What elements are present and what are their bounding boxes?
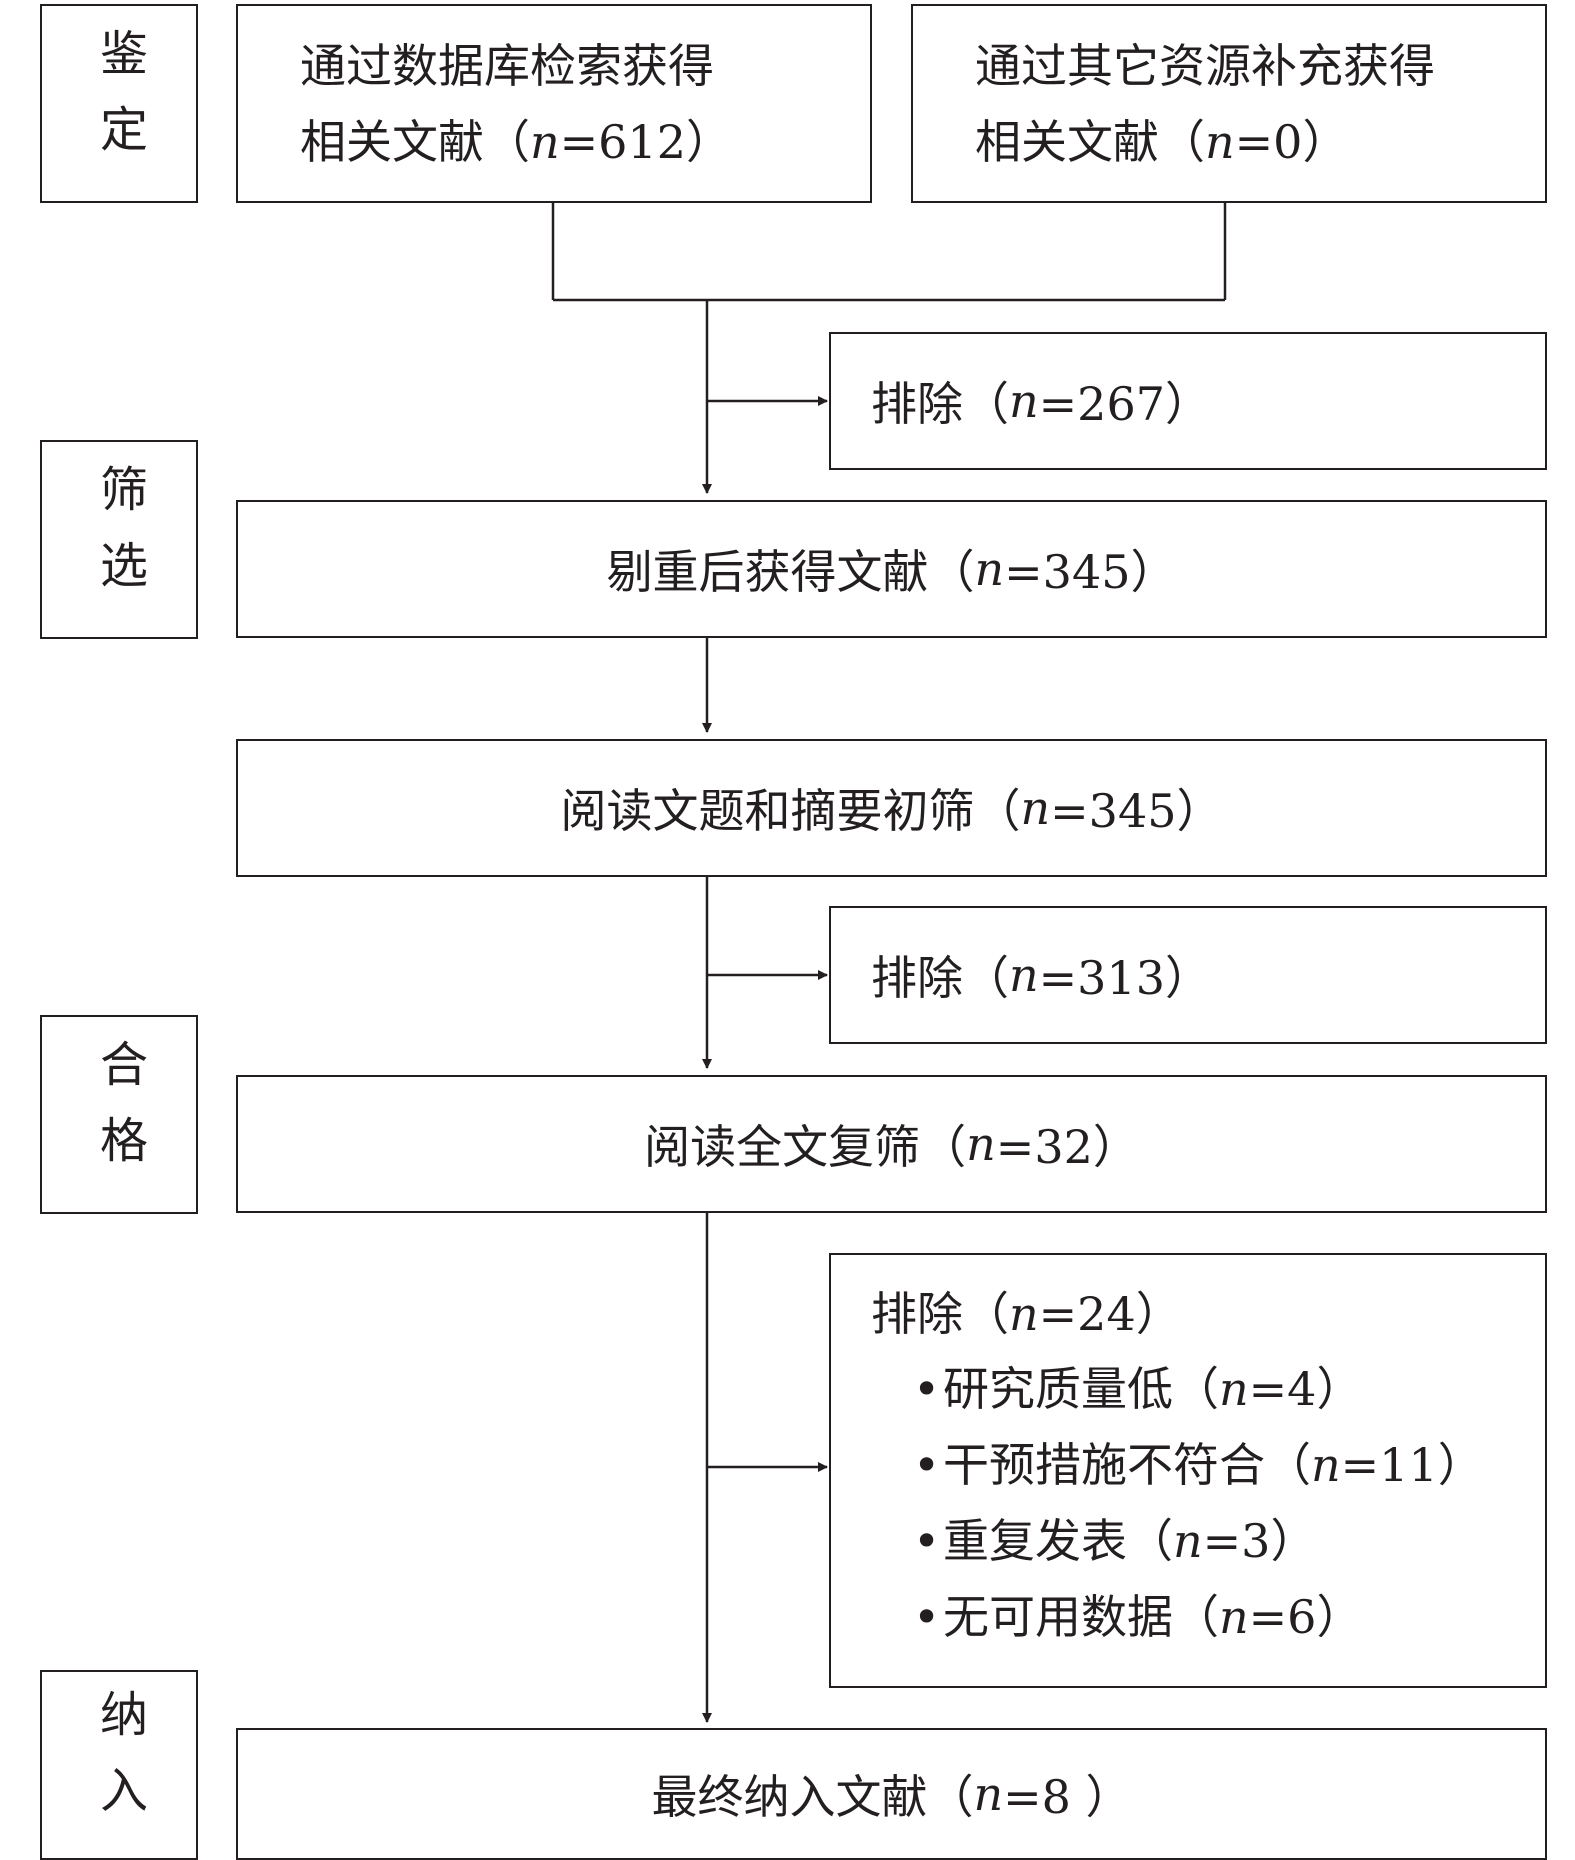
bullet-icon: • [913,1362,941,1416]
included-studies-box: 最终纳入文献（n=8 ） [236,1728,1547,1860]
stage-char: 鉴定 [91,27,147,180]
title-abstract-text: 阅读文题和摘要初筛（ [560,784,1021,838]
database-line2-text: 相关文献（ [300,115,530,169]
stage-char: 合格 [91,1038,147,1191]
exclusion-reasons-list: •研究质量低（n=4） •干预措施不符合（n=11） •重复发表（n=3） •无… [871,1351,1545,1655]
list-item: •无可用数据（n=6） [913,1579,1545,1655]
n-label: n [966,1117,996,1171]
stage-screening: 筛选 [40,440,198,639]
n-label: n [974,542,1005,596]
exclude3-heading: 排除（n=24） [871,1277,1545,1351]
exclude-screening-box: 排除（n=313） [829,906,1547,1044]
dedup-records-box: 剔重后获得文献（n=345） [236,500,1547,638]
bullet-icon: • [913,1514,941,1568]
reason-text: 无可用数据（ [943,1590,1219,1644]
reason-count: =3） [1202,1514,1317,1568]
reason-count: =4） [1248,1362,1363,1416]
reason-count: =6） [1248,1590,1363,1644]
bullet-icon: • [913,1438,941,1492]
exclude-fulltext-box: 排除（n=24） •研究质量低（n=4） •干预措施不符合（n=11） •重复发… [829,1253,1547,1688]
included-count: =8 ） [1003,1770,1132,1824]
fulltext-text: 阅读全文复筛（ [644,1120,967,1174]
fulltext-count: =32） [995,1120,1139,1174]
other-line2: 相关文献（n=0） [975,104,1545,180]
dedup-count: =345） [1004,545,1177,599]
reason-count: =11） [1340,1438,1484,1492]
bullet-icon: • [913,1590,941,1644]
reason-text: 研究质量低（ [943,1362,1219,1416]
stage-identification: 鉴定 [40,4,198,203]
n-label: n [1219,1590,1249,1644]
included-text: 最终纳入文献（ [651,1770,974,1824]
stage-eligibility: 合格 [40,1015,198,1214]
database-line2: 相关文献（n=612） [300,104,870,180]
exclude1-count: =267） [1038,377,1211,431]
exclude1-text: 排除（ [871,377,1009,431]
exclude3-count: =24） [1038,1287,1182,1341]
stage-char: 筛选 [91,463,147,616]
list-item: •干预措施不符合（n=11） [913,1427,1545,1503]
other-count: =0） [1234,115,1349,169]
reason-text: 重复发表（ [943,1514,1173,1568]
n-label: n [1219,1362,1249,1416]
dedup-text: 剔重后获得文献（ [606,545,975,599]
database-line1: 通过数据库检索获得 [300,39,714,93]
n-label: n [530,115,560,169]
reason-text: 干预措施不符合（ [943,1438,1311,1492]
n-label: n [1009,1287,1039,1341]
exclude2-count: =313） [1038,951,1211,1005]
database-count: =612） [559,115,732,169]
stage-char: 纳入 [91,1689,147,1841]
n-label: n [1173,1514,1203,1568]
title-abstract-screen-box: 阅读文题和摘要初筛（n=345） [236,739,1547,877]
title-abstract-count: =345） [1050,784,1223,838]
n-label: n [1009,948,1039,1002]
n-label: n [1205,115,1235,169]
exclude3-text: 排除（ [871,1287,1009,1341]
other-sources-box: 通过其它资源补充获得 相关文献（n=0） [911,4,1547,203]
other-line2-text: 相关文献（ [975,115,1205,169]
list-item: •研究质量低（n=4） [913,1351,1545,1427]
stage-included: 纳入 [40,1670,198,1860]
exclude2-text: 排除（ [871,951,1009,1005]
list-item: •重复发表（n=3） [913,1503,1545,1579]
n-label: n [973,1767,1004,1821]
n-label: n [1020,781,1051,835]
other-line1: 通过其它资源补充获得 [975,39,1435,93]
n-label: n [1311,1438,1341,1492]
exclude-duplicates-box: 排除（n=267） [829,332,1547,470]
database-records-box: 通过数据库检索获得 相关文献（n=612） [236,4,872,203]
fulltext-screen-box: 阅读全文复筛（n=32） [236,1075,1547,1213]
n-label: n [1009,374,1039,428]
